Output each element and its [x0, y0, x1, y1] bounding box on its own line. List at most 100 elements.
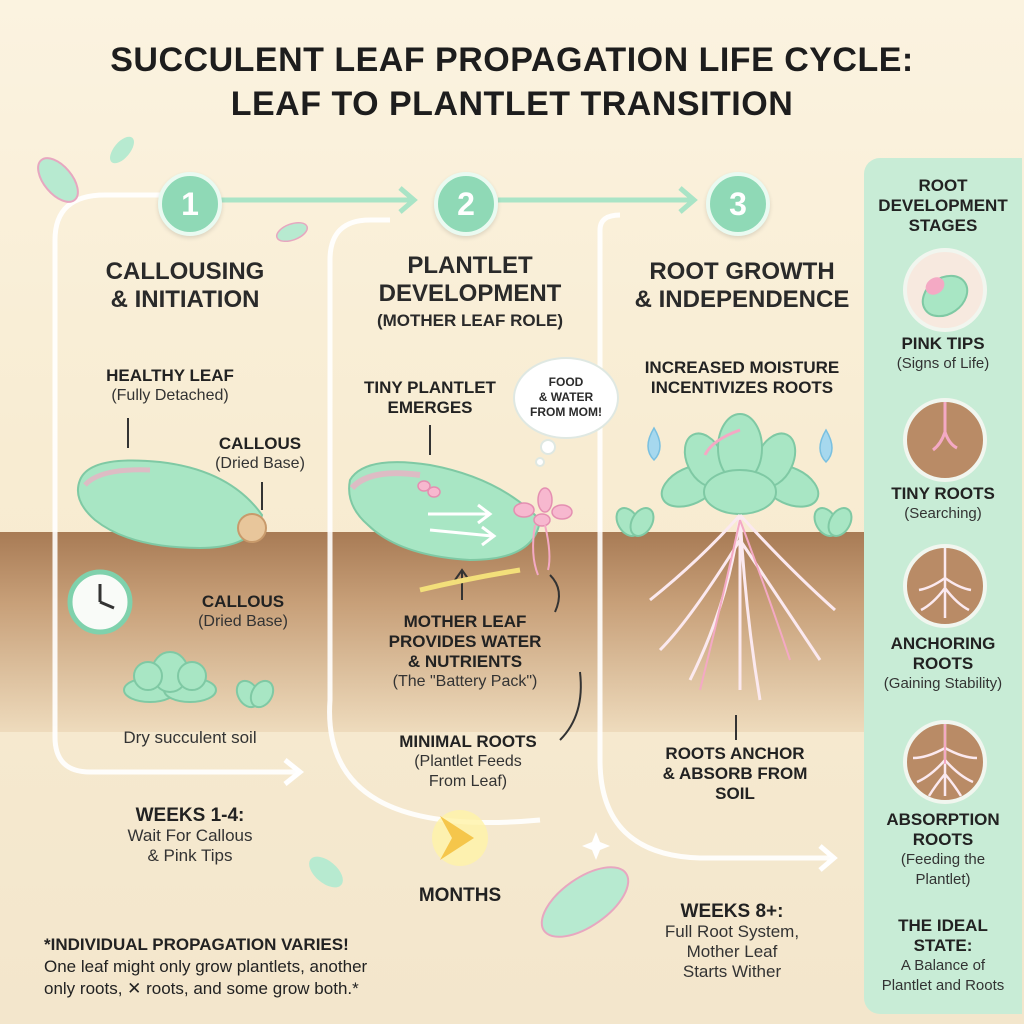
- stage-absorption-title-1: ABSORPTION: [886, 810, 1000, 829]
- roots-anchor-label: ROOTS ANCHOR & ABSORB FROM SOIL: [630, 744, 840, 804]
- stage-anchoring-roots-label: ANCHORING ROOTS (Gaining Stability): [864, 634, 1022, 694]
- roots-anchor-line-3: SOIL: [715, 784, 755, 803]
- diagram-illustration: [37, 136, 853, 938]
- roots-anchor-line-2: & ABSORB FROM: [662, 764, 808, 783]
- weeks-8-line-2: Full Root System,: [664, 922, 800, 941]
- step-2-heading-line-2: DEVELOPMENT: [378, 280, 562, 307]
- stage-pink-tips-title: PINK TIPS: [901, 334, 985, 353]
- months-chevron: [440, 816, 474, 860]
- tiny-plantlet: [513, 487, 573, 527]
- weeks-8-line-4: Starts Wither: [682, 962, 782, 981]
- sidebar-title-line-3: STAGES: [908, 216, 978, 235]
- mother-leaf-line-1: MOTHER LEAF: [403, 612, 527, 631]
- flow-arrow-small: [429, 525, 497, 547]
- flow-arrow-small: [428, 503, 493, 525]
- callous-bottom-title: CALLOUS: [201, 592, 285, 611]
- thought-bubble-text: FOOD & WATER FROM MOM!: [516, 375, 616, 420]
- flow-arrow-3: [283, 758, 305, 786]
- stage-pink-tips-label: PINK TIPS (Signs of Life): [864, 334, 1022, 374]
- sparkle-icon: [582, 832, 610, 860]
- footnote-line-1: *INDIVIDUAL PROPAGATION VARIES!: [44, 935, 349, 954]
- stage-anchoring-title-2: ROOTS: [912, 654, 974, 673]
- footnote-line-2: One leaf might only grow plantlets, anot…: [44, 957, 368, 976]
- stage-anchoring-roots-image: [903, 544, 987, 628]
- stage-anchoring-subtitle: (Gaining Stability): [883, 675, 1003, 692]
- stage-tiny-roots-subtitle: (Searching): [904, 505, 982, 522]
- root-system: [649, 513, 836, 701]
- flow-arrow-4: [818, 844, 838, 872]
- minimal-roots-label: MINIMAL ROOTS (Plantlet Feeds From Leaf): [368, 732, 568, 792]
- callous-tip: [237, 513, 267, 543]
- weeks-1-4-line-2: Wait For Callous: [127, 826, 253, 845]
- healthy-leaf-title: HEALTHY LEAF: [106, 366, 234, 385]
- stage-pink-tips-image: [903, 248, 987, 332]
- tiny-plantlet-title-2: EMERGES: [387, 398, 473, 417]
- step-badge-1: 1: [158, 172, 222, 236]
- step-badge-2: 2: [434, 172, 498, 236]
- stage-absorption-sub-2: Plantlet): [915, 871, 971, 888]
- callous-bottom-subtitle: (Dried Base): [198, 613, 288, 630]
- stage-tiny-roots-label: TINY ROOTS (Searching): [864, 484, 1022, 524]
- mother-leaf-line-2: PROVIDES WATER: [388, 632, 542, 651]
- step-badge-3: 3: [706, 172, 770, 236]
- weeks-8-line-3: Mother Leaf: [686, 942, 778, 961]
- thought-bubble: [513, 357, 619, 439]
- floating-leaf: [275, 221, 309, 243]
- mature-succulent: [660, 413, 820, 515]
- floating-leaf: [37, 157, 79, 203]
- roots-anchor-line-1: ROOTS ANCHOR: [665, 744, 805, 763]
- step-1-heading: CALLOUSING & INITIATION: [70, 258, 300, 314]
- step-2-heading: PLANTLET DEVELOPMENT (MOTHER LEAF ROLE): [345, 252, 595, 334]
- water-drop-icon: [647, 426, 661, 462]
- plantlet-bud: [417, 480, 441, 498]
- callous-top-subtitle: (Dried Base): [215, 455, 305, 472]
- stage-absorption-title-2: ROOTS: [912, 830, 974, 849]
- title-line-1: SUCCULENT LEAF PROPAGATION LIFE CYCLE:: [110, 41, 914, 79]
- small-sprout: [235, 679, 275, 709]
- stage-absorption-roots-label: ABSORPTION ROOTS (Feeding the Plantlet): [864, 810, 1022, 890]
- step-3-heading-line-2: & INDEPENDENCE: [634, 286, 850, 313]
- step-3-heading: ROOT GROWTH & INDEPENDENCE: [618, 258, 866, 314]
- ideal-state-sub-2: Plantlet and Roots: [881, 977, 1005, 994]
- months-label: MONTHS: [418, 885, 502, 906]
- flow-arrow-1: [398, 186, 418, 214]
- healthy-leaf-label: HEALTHY LEAF (Fully Detached): [70, 366, 270, 406]
- nutrient-arrow: [419, 567, 521, 593]
- bubble-line-3: FROM MOM!: [530, 405, 602, 419]
- moisture-line-2: INCENTIVIZES ROOTS: [650, 378, 834, 397]
- succulent-rosette: [123, 651, 217, 703]
- footnote-line-3: only roots, ✕ roots, and some grow both.…: [44, 979, 359, 998]
- healthy-leaf-subtitle: (Fully Detached): [111, 387, 229, 404]
- flow-loop-3: [597, 212, 830, 861]
- bubble-line-2: & WATER: [538, 390, 594, 404]
- step-2-heading-line-3: (MOTHER LEAF ROLE): [376, 311, 564, 330]
- footnote: *INDIVIDUAL PROPAGATION VARIES! One leaf…: [44, 934, 464, 1000]
- step-3-heading-line-1: ROOT GROWTH: [649, 258, 835, 285]
- stage-absorption-sub-1: (Feeding the: [900, 851, 986, 868]
- page-title: SUCCULENT LEAF PROPAGATION LIFE CYCLE: L…: [0, 38, 1024, 126]
- weeks-1-4-label: WEEKS 1-4: Wait For Callous & Pink Tips: [70, 806, 310, 866]
- moisture-line-1: INCREASED MOISTURE: [644, 358, 840, 377]
- sidebar-title-line-1: ROOT: [918, 176, 968, 195]
- tiny-plantlet-label: TINY PLANTLET EMERGES: [345, 378, 515, 418]
- stage-absorption-roots-image: [903, 720, 987, 804]
- minimal-roots-sub-2: From Leaf): [428, 773, 508, 790]
- minimal-roots-title: MINIMAL ROOTS: [399, 732, 537, 751]
- mother-leaf-line-3: & NUTRIENTS: [407, 652, 523, 671]
- mother-leaf-label: MOTHER LEAF PROVIDES WATER & NUTRIENTS (…: [355, 612, 575, 692]
- callous-label-top: CALLOUS (Dried Base): [180, 434, 340, 474]
- ideal-state-sub-1: A Balance of: [900, 957, 986, 974]
- tiny-plantlet-title: TINY PLANTLET: [364, 378, 496, 397]
- sidebar-title-line-2: DEVELOPMENT: [878, 196, 1008, 215]
- ideal-state-title-1: THE IDEAL: [898, 916, 988, 935]
- soil-label: Dry succulent soil: [123, 728, 257, 747]
- step-1-heading-line-2: & INITIATION: [110, 286, 260, 313]
- small-sprout: [615, 507, 853, 537]
- sidebar-title: ROOT DEVELOPMENT STAGES: [864, 176, 1022, 236]
- stage-tiny-roots-title: TINY ROOTS: [891, 484, 995, 503]
- ideal-state-label: THE IDEAL STATE: A Balance of Plantlet a…: [864, 916, 1022, 996]
- step-1-heading-line-1: CALLOUSING: [105, 258, 265, 285]
- floating-leaf: [540, 866, 630, 938]
- stage-pink-tips-subtitle: (Signs of Life): [896, 355, 990, 372]
- water-drop-icon: [819, 428, 833, 464]
